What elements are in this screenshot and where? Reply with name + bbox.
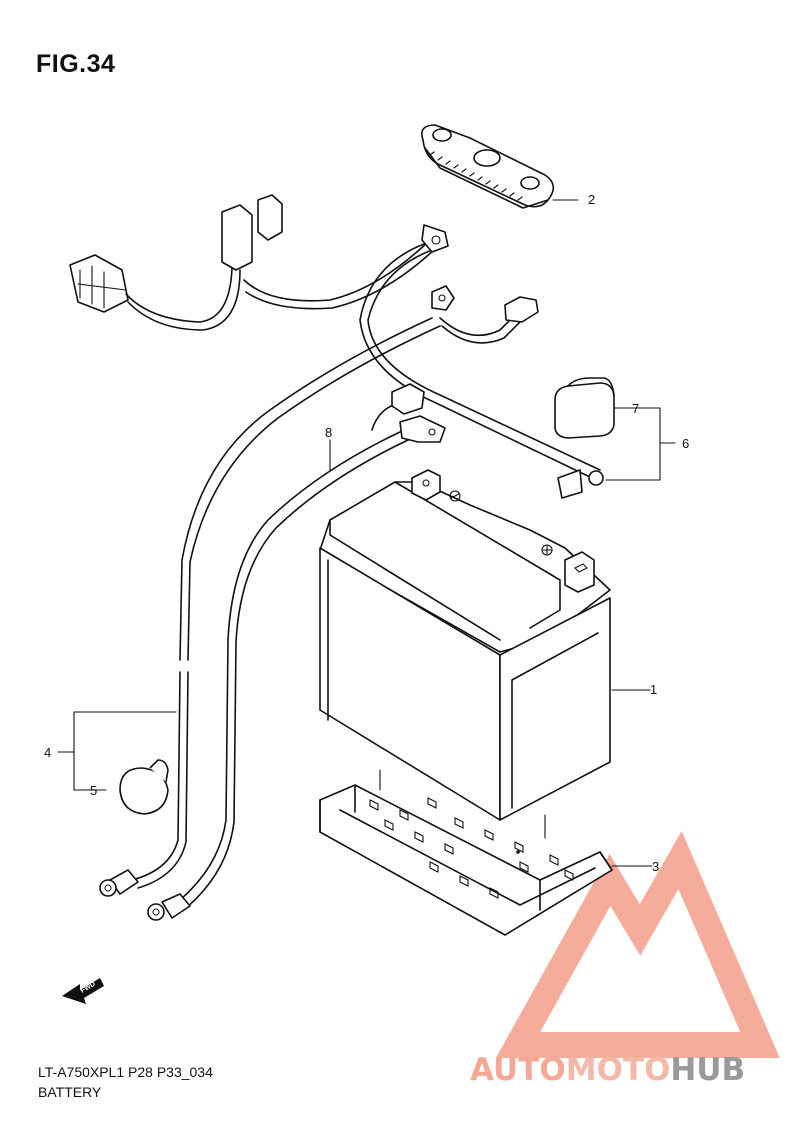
part-7-terminal-cover: [554, 377, 676, 481]
watermark-part-3: HUB: [670, 1052, 745, 1088]
watermark-wordmark: AUTOMOTOHUB: [470, 1052, 745, 1088]
callout-8: 8: [325, 425, 332, 440]
part-2-battery-strap: [421, 124, 579, 209]
callout-1: 1: [650, 682, 657, 697]
callout-4: 4: [44, 745, 51, 760]
watermark-logo: [495, 830, 780, 1058]
diagram-code: LT-A750XPL1 P28 P33_034: [38, 1064, 213, 1080]
part-3-battery-tray: [319, 769, 653, 936]
svg-text:AUTOMOTOHUB: AUTOMOTOHUB: [470, 1052, 745, 1088]
callout-5: 5: [90, 783, 97, 798]
callout-3: 3: [652, 859, 659, 874]
callout-2: 2: [588, 192, 595, 207]
part-1-battery: [319, 469, 651, 821]
callout-7: 7: [632, 401, 639, 416]
diagram-name: BATTERY: [38, 1084, 102, 1100]
fwd-arrow-icon: FWD: [62, 978, 104, 1004]
part-5-terminal-cap: [119, 759, 169, 815]
wiring-harness: [57, 194, 619, 921]
watermark-part-1: AUTO: [470, 1052, 566, 1088]
figure-title: FIG.34: [36, 50, 116, 78]
callout-6: 6: [682, 436, 689, 451]
watermark-part-2: MOTO: [566, 1052, 671, 1088]
callout-labels: 1 2 3 4 5 6 7 8: [44, 192, 689, 874]
